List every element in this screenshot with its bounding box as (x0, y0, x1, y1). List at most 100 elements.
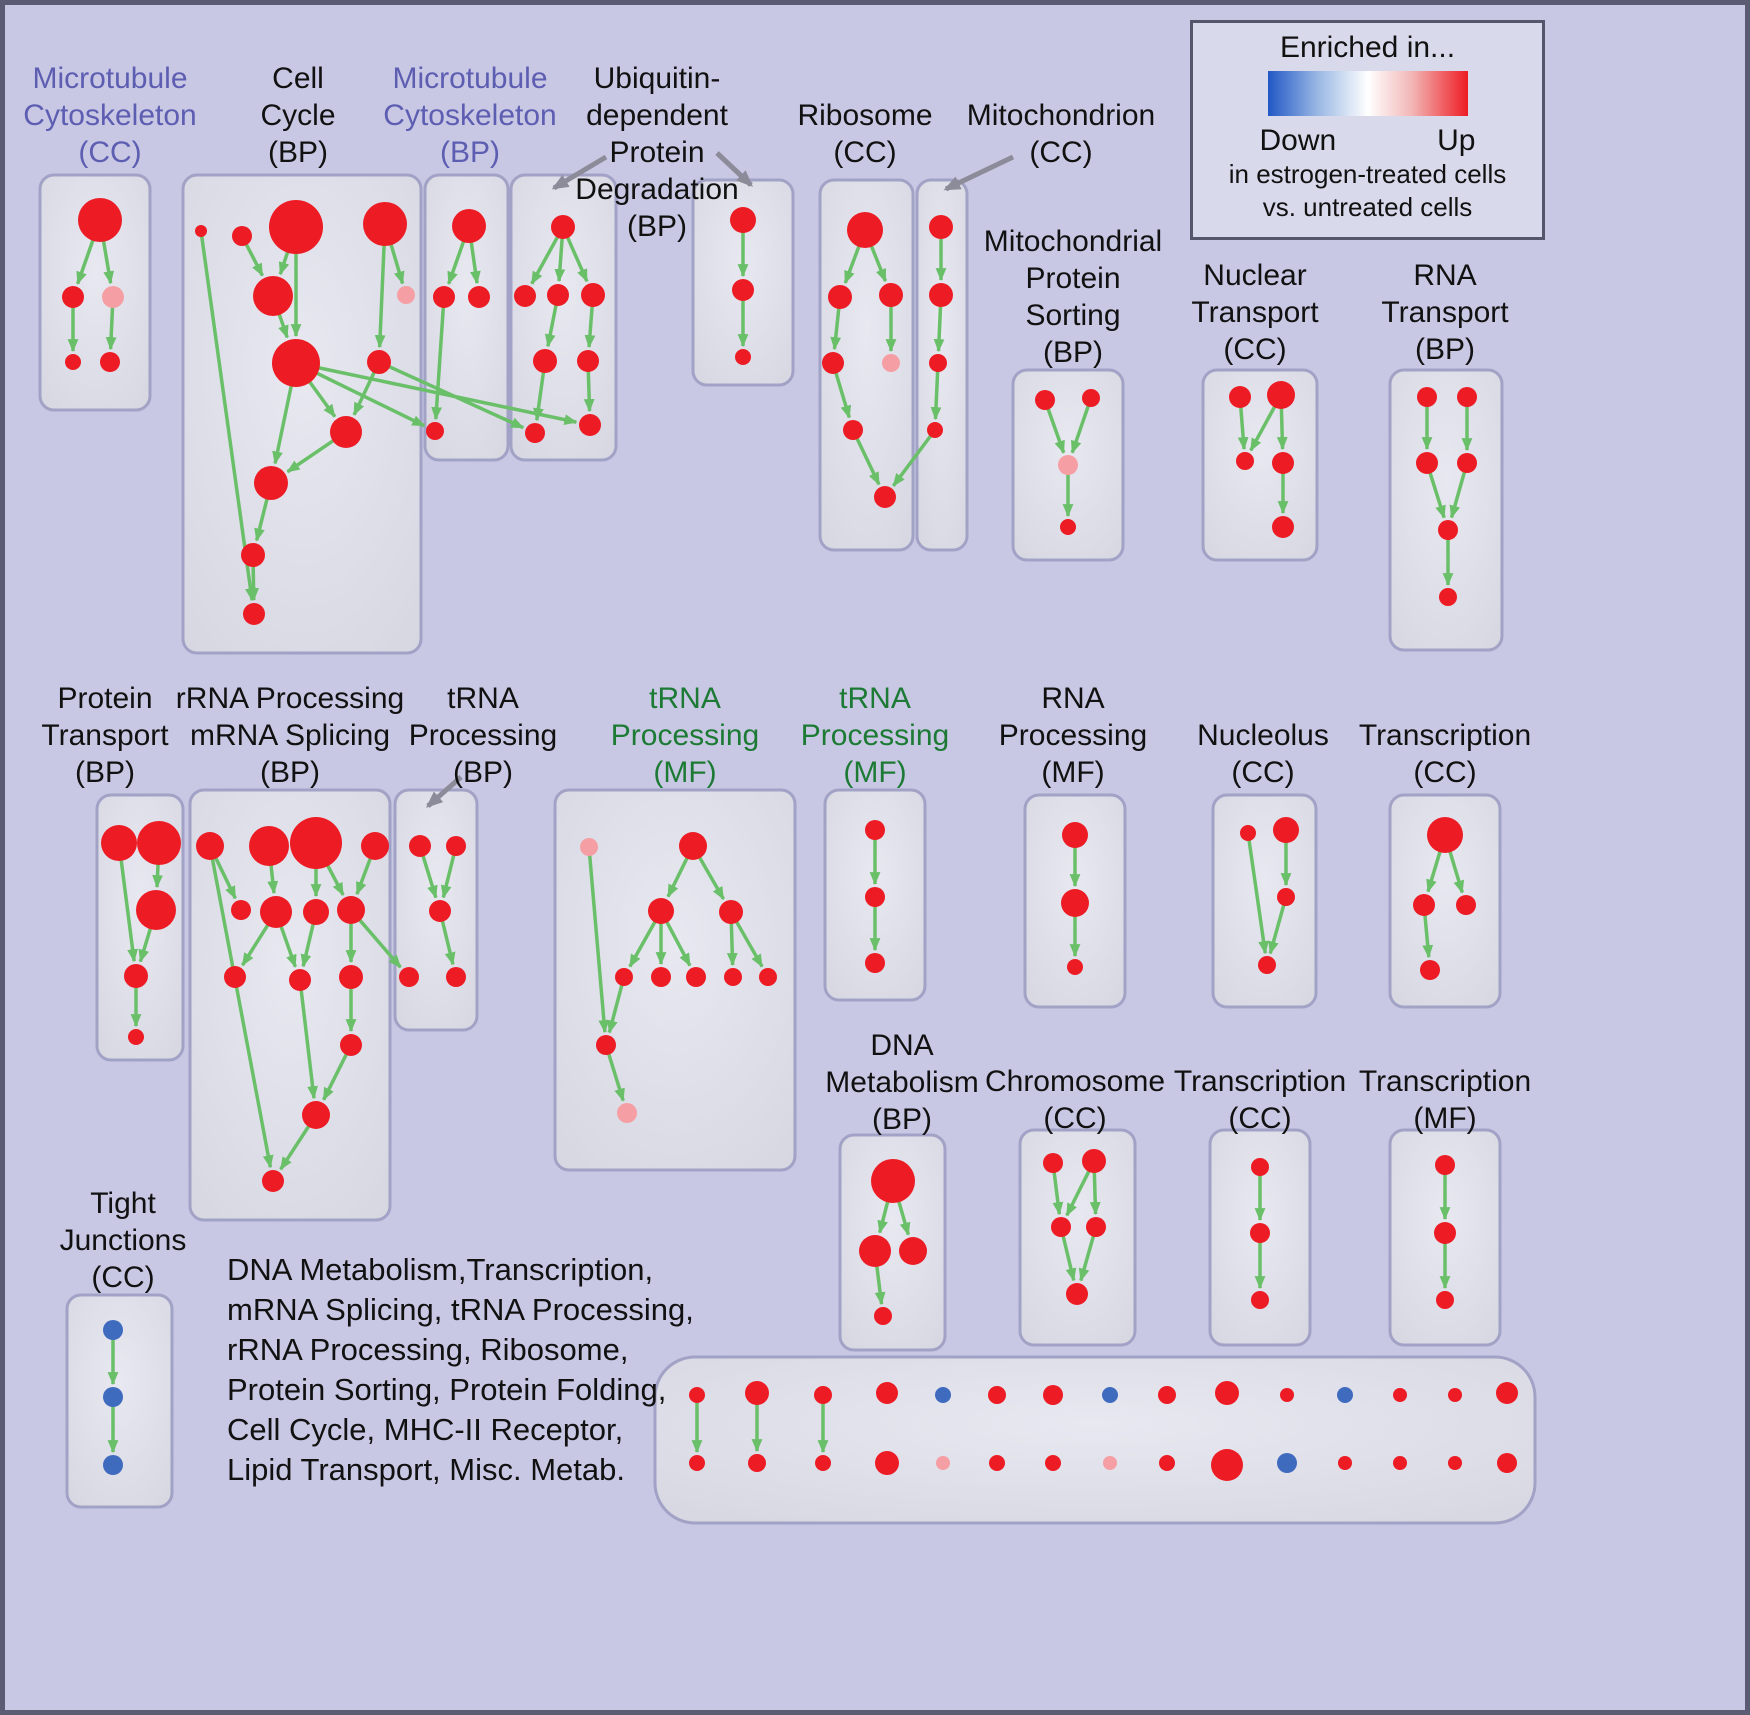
node-s2 (859, 1235, 891, 1267)
edge-l12-l13 (322, 1053, 349, 1101)
node-b10 (254, 466, 288, 500)
edge-b4-b8 (374, 244, 386, 349)
node-n11 (617, 1103, 637, 1123)
edge-f1-f3 (869, 245, 888, 283)
cluster-box-transcription-cc-1 (1388, 793, 1502, 1009)
node-t2 (1082, 1149, 1106, 1173)
node-d3 (547, 284, 569, 306)
legend-updown-row: Down Up (1260, 124, 1476, 158)
node-w2 (103, 1387, 123, 1407)
node-g2 (929, 283, 953, 307)
node-l6 (260, 896, 292, 928)
edge-b9-b10 (286, 438, 335, 474)
node-d6 (577, 350, 599, 372)
edge-l6-l9 (240, 923, 270, 967)
node-t1 (1043, 1153, 1063, 1173)
node-l10 (289, 969, 311, 991)
edge-c1-c3 (469, 241, 481, 285)
edge-s1-s2 (877, 1200, 890, 1234)
edge-d1-d4 (565, 236, 589, 283)
node-i1 (1229, 386, 1251, 408)
node-k4 (124, 964, 148, 988)
edge-a1-a2 (75, 239, 95, 285)
node-d5 (533, 349, 557, 373)
edge-g4-f7 (891, 434, 933, 487)
edge-b5-b7 (277, 313, 289, 339)
node-o2 (865, 887, 885, 907)
edge-c1-c2 (446, 240, 466, 285)
node-xb3 (815, 1455, 831, 1471)
node-xb4 (875, 1451, 899, 1475)
cluster-box-rna-transport (1388, 368, 1504, 652)
edge-l4-l8 (355, 857, 373, 896)
node-q2 (1273, 817, 1299, 843)
node-h1 (1035, 390, 1055, 410)
node-n10 (596, 1035, 616, 1055)
edge-g2-g3 (933, 305, 945, 353)
node-n2 (679, 832, 707, 860)
edge-a1-a3 (101, 240, 115, 285)
node-n8 (724, 968, 742, 986)
node-f1 (847, 212, 883, 248)
node-k3 (136, 890, 176, 930)
edge-s1-s3 (897, 1200, 911, 1236)
node-a3 (102, 286, 124, 308)
node-q4 (1258, 956, 1276, 974)
edge-h1-h3 (1046, 407, 1066, 454)
node-xa3 (814, 1386, 832, 1404)
legend-title: Enriched in... (1279, 31, 1456, 64)
node-l5 (231, 900, 251, 920)
node-xb5 (936, 1456, 950, 1470)
node-xb15 (1497, 1453, 1517, 1473)
node-t5 (1066, 1283, 1088, 1305)
node-l11 (339, 965, 363, 989)
node-xa15 (1496, 1382, 1518, 1404)
edge-d6-d8 (583, 370, 595, 413)
cluster-box-chromosome (1018, 1128, 1137, 1347)
node-l4 (361, 832, 389, 860)
node-a1 (78, 198, 122, 242)
legend-gradient-bar (1267, 71, 1468, 116)
label-transcription-mf: Transcription(MF) (1358, 1065, 1532, 1135)
edge-l10-l13 (299, 989, 318, 1100)
node-xb13 (1393, 1456, 1407, 1470)
node-h3 (1058, 455, 1078, 475)
node-h4 (1060, 519, 1076, 535)
node-p2 (1061, 889, 1089, 917)
node-d7 (525, 423, 545, 443)
node-r2 (1413, 894, 1435, 916)
node-xa2 (745, 1381, 769, 1405)
node-n4 (719, 900, 743, 924)
node-f3 (879, 283, 903, 307)
node-xa1 (689, 1387, 705, 1403)
edge-n5-n10 (607, 984, 624, 1034)
edge-r1-r2 (1426, 850, 1442, 893)
annotation-arrow-1 (551, 154, 608, 191)
node-i2 (1267, 381, 1295, 409)
edge-b7-b9 (308, 380, 337, 418)
node-m2 (446, 836, 466, 856)
edge-m1-m3 (421, 855, 438, 899)
edge-n3-n5 (628, 920, 657, 968)
edge-b8-d7 (388, 364, 525, 430)
edge-i2-i3 (1249, 405, 1277, 452)
node-f4 (822, 352, 844, 374)
edge-a3-a5 (105, 306, 117, 351)
edge-j3-j5 (1428, 472, 1446, 519)
node-xb14 (1448, 1456, 1462, 1470)
edge-l8-m5 (358, 918, 402, 969)
node-m4 (446, 967, 466, 987)
node-t3 (1051, 1217, 1071, 1237)
node-j5 (1438, 520, 1458, 540)
edge-q1-q4 (1247, 839, 1269, 955)
node-h2 (1082, 389, 1100, 407)
node-s4 (874, 1307, 892, 1325)
edge-k1-k4 (119, 859, 138, 963)
